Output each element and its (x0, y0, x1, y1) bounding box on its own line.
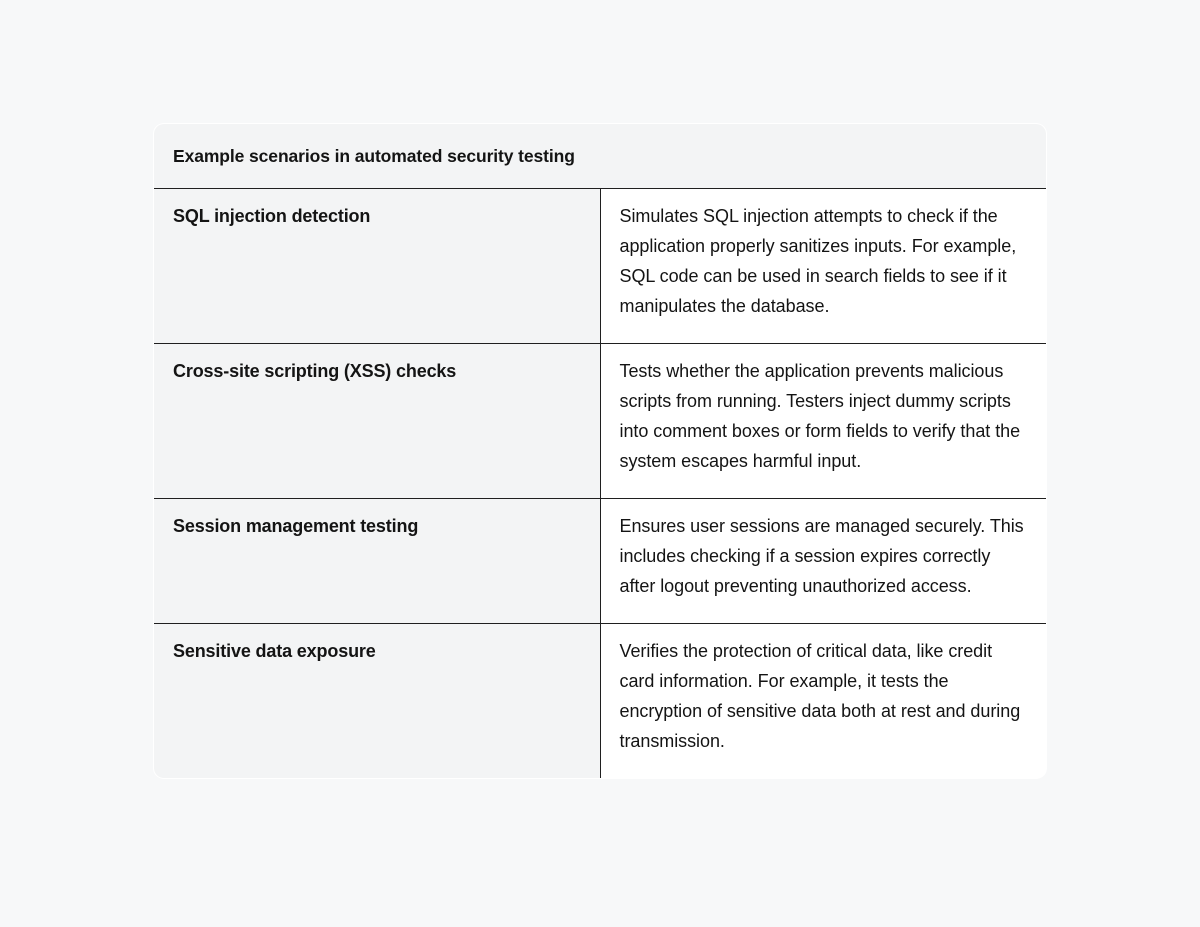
scenario-description-cell: Verifies the protection of critical data… (600, 623, 1046, 778)
scenario-name-cell: Cross-site scripting (XSS) checks (154, 343, 601, 499)
scenario-description-cell: Simulates SQL injection attempts to chec… (600, 188, 1046, 344)
scenario-name-cell: Session management testing (154, 498, 601, 624)
table-header: Example scenarios in automated security … (154, 124, 1046, 189)
table-row: Cross-site scripting (XSS) checks Tests … (154, 343, 1046, 499)
table-row: Sensitive data exposure Verifies the pro… (154, 623, 1046, 778)
table-title: Example scenarios in automated security … (154, 124, 1046, 189)
table-row: Session management testing Ensures user … (154, 498, 1046, 624)
table-header-row: Example scenarios in automated security … (154, 124, 1046, 189)
table-row: SQL injection detection Simulates SQL in… (154, 188, 1046, 344)
scenario-name-cell: SQL injection detection (154, 188, 601, 344)
scenario-name-cell: Sensitive data exposure (154, 623, 601, 778)
table-body: SQL injection detection Simulates SQL in… (154, 188, 1046, 778)
scenarios-table: Example scenarios in automated security … (153, 123, 1047, 779)
scenario-description-cell: Ensures user sessions are managed secure… (600, 498, 1046, 624)
scenario-description-cell: Tests whether the application prevents m… (600, 343, 1046, 499)
scenarios-table-container: Example scenarios in automated security … (153, 123, 1047, 779)
